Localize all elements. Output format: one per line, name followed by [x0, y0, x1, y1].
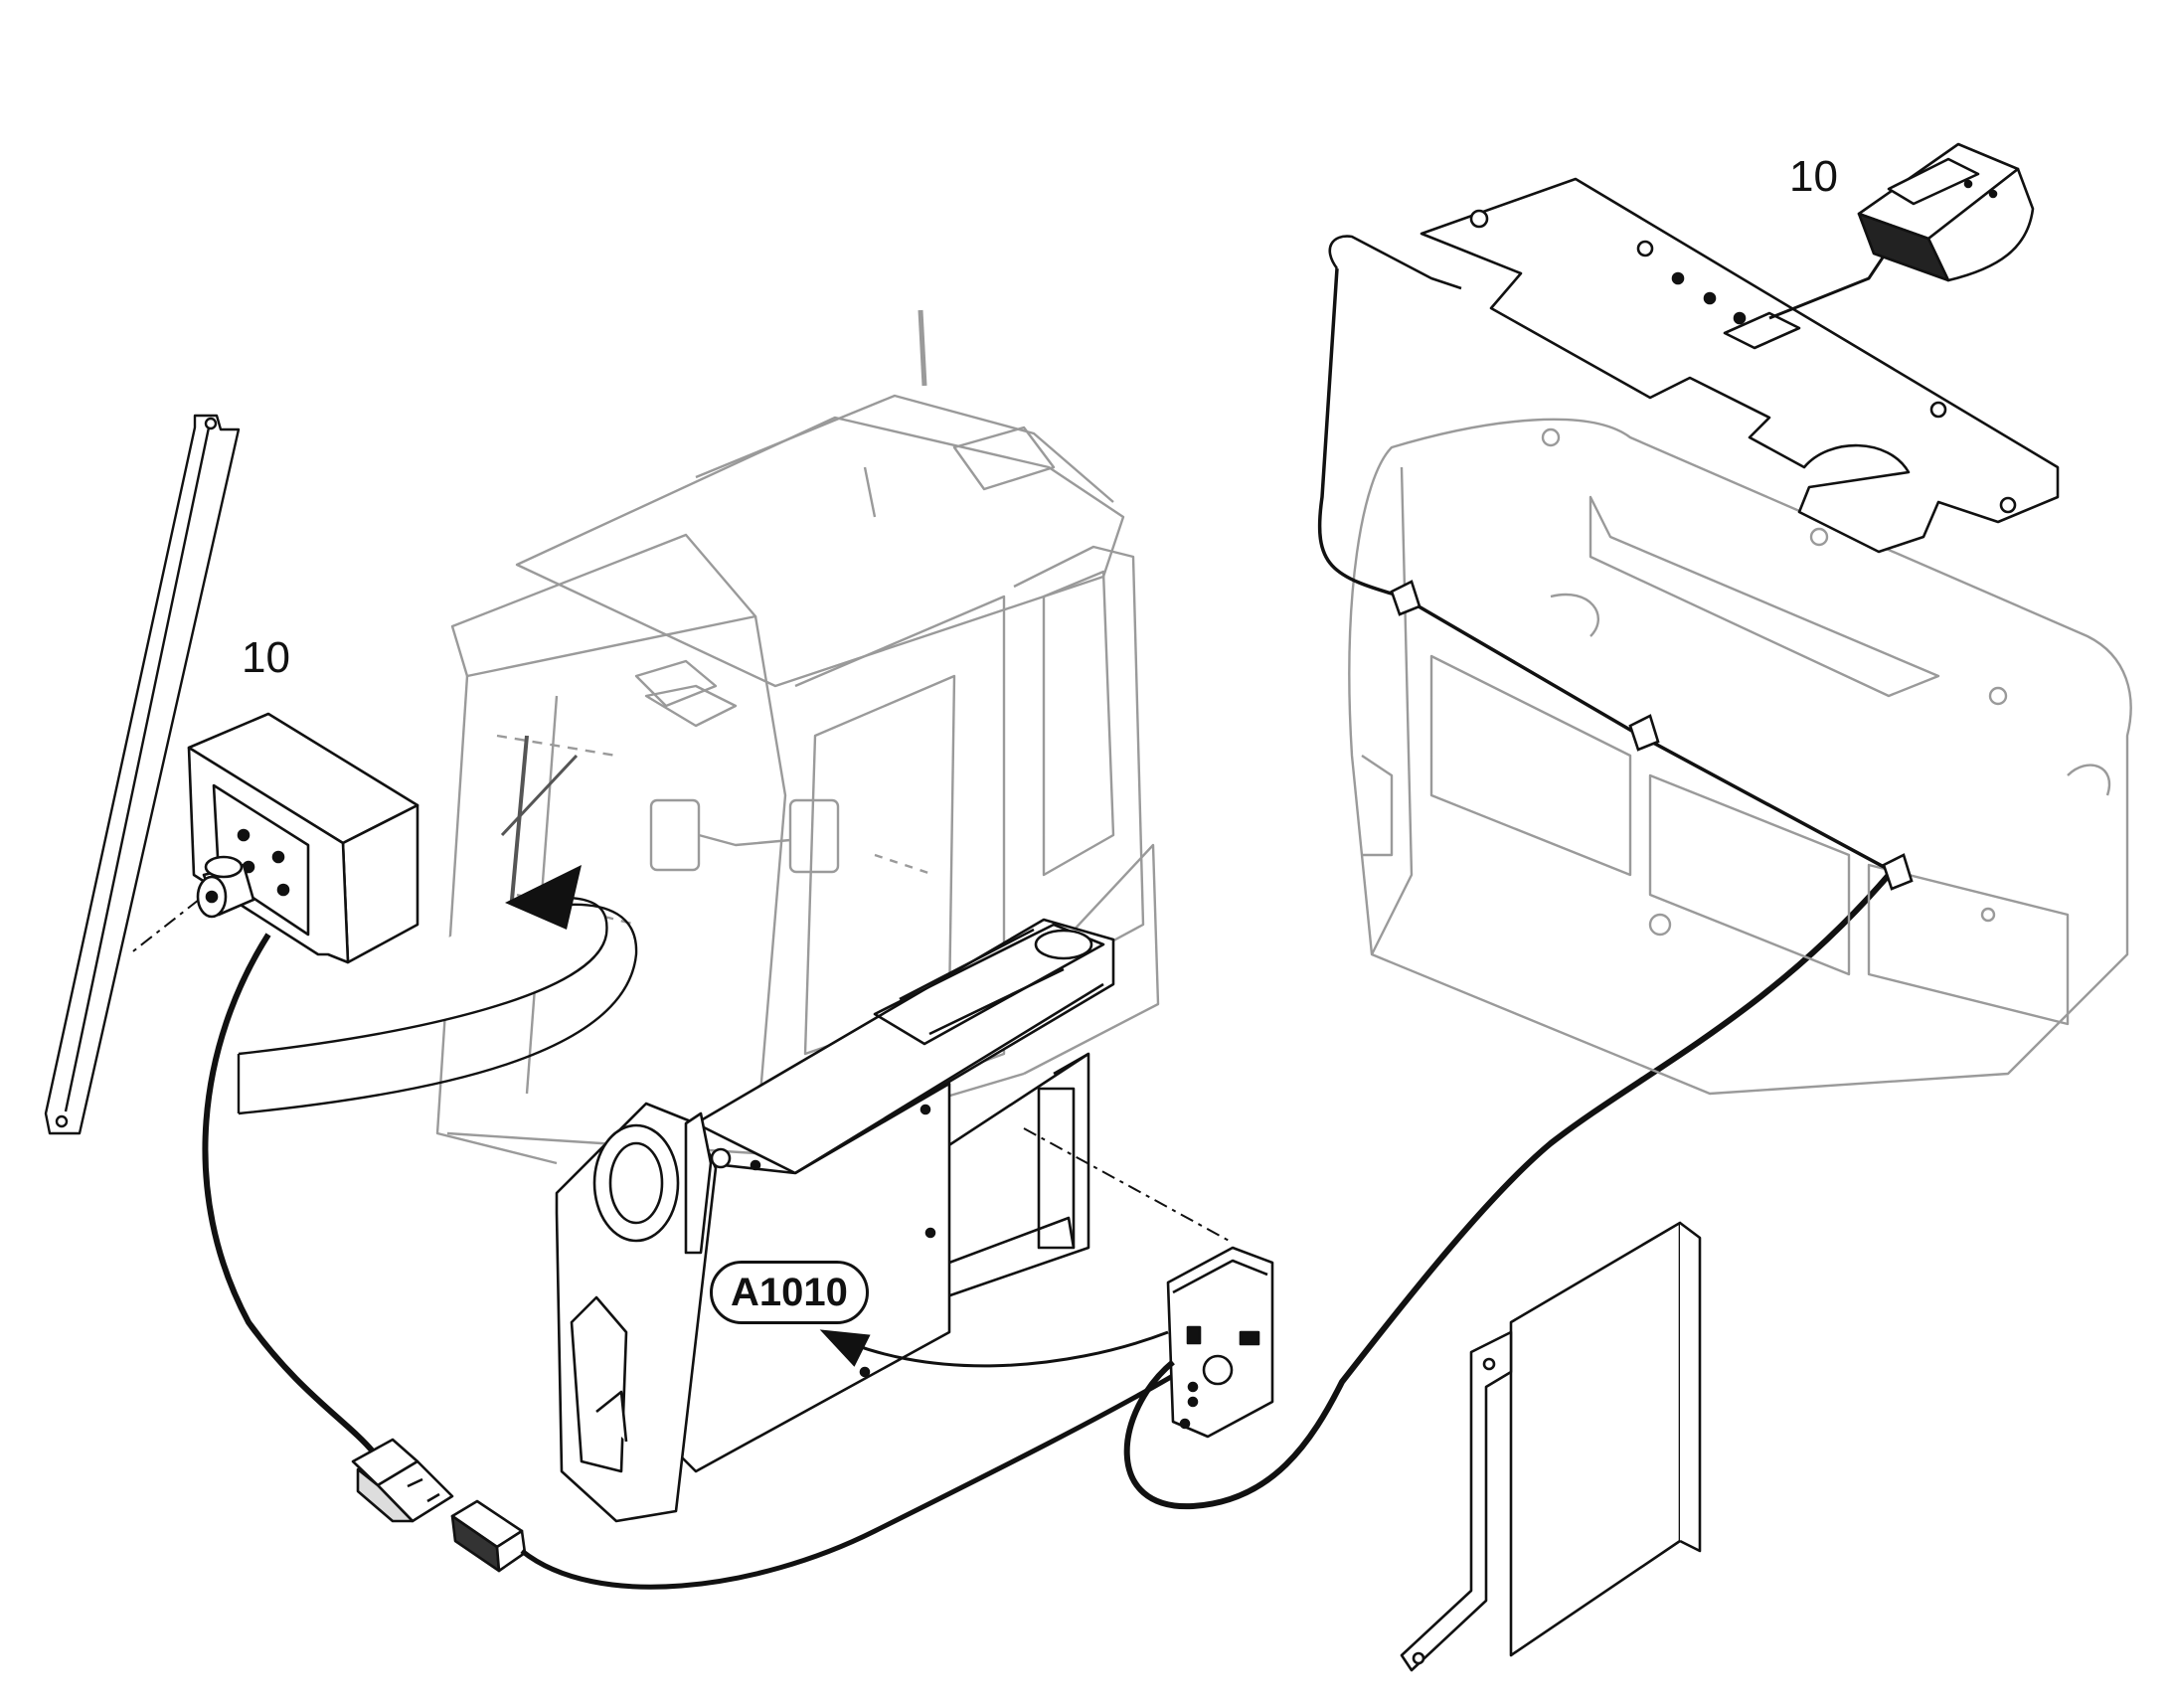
right-camera-unit: [1857, 142, 2035, 282]
top-mounting-plate: [1328, 177, 2060, 554]
right-mounting-bracket: [1400, 1221, 1702, 1672]
connector-cable: [520, 1364, 1190, 1590]
side-console: [555, 918, 1115, 1523]
cable-connector-pair: [351, 1438, 527, 1573]
controller-module: [1166, 1246, 1274, 1439]
reference-arrow: [819, 1329, 1169, 1368]
left-alignment-line: [128, 899, 200, 955]
reference-badge[interactable]: A1010: [710, 1261, 869, 1324]
left-camera-callout: 10: [242, 633, 290, 682]
counterweight: [1348, 418, 2132, 1096]
left-camera-cable: [202, 933, 376, 1453]
cable-clips: [1390, 580, 1914, 891]
left-camera-unit: [187, 712, 419, 964]
right-camera-cable-lower: [1123, 873, 1892, 1510]
left-mounting-bracket: [44, 414, 241, 1135]
right-camera-callout: 10: [1789, 152, 1838, 201]
controller-alignment-line: [1023, 1127, 1234, 1244]
operator-cab: [435, 309, 1160, 1165]
cab-placement-arrow: [237, 865, 638, 1115]
